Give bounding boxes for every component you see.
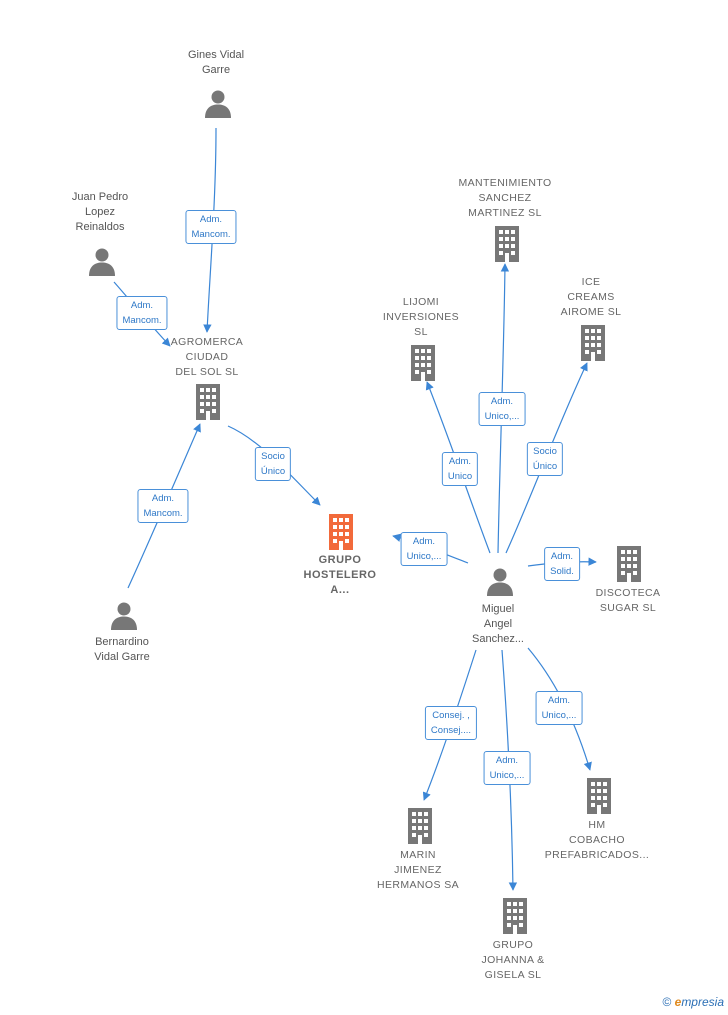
edge-label-miguel-lijomi[interactable]: Adm. Unico (441, 452, 479, 486)
edge-label-miguel-johanna[interactable]: Adm. Unico,... (483, 751, 531, 785)
node-label-ice: ICE CREAMS AIROME SL (560, 276, 622, 318)
building-icon[interactable] (615, 546, 643, 587)
building-icon[interactable] (194, 384, 222, 425)
building-icon[interactable] (585, 778, 613, 819)
edge-label-miguel-hm[interactable]: Adm. Unico,... (535, 691, 583, 725)
copyright-icon: © (662, 995, 672, 1009)
person-icon[interactable] (87, 246, 117, 281)
node-label-lijomi: LIJOMI INVERSIONES SL (382, 296, 460, 338)
edge-label-agromerca-hostelero[interactable]: Socio Único (254, 447, 292, 481)
node-label-discoteca: DISCOTECA SUGAR SL (595, 587, 661, 614)
building-icon[interactable] (327, 514, 355, 555)
building-icon[interactable] (493, 226, 521, 267)
edge-label-miguel-ice[interactable]: Socio Único (526, 442, 564, 476)
node-label-bernardino: Bernardino Vidal Garre (94, 636, 150, 663)
person-icon[interactable] (485, 566, 515, 601)
node-label-marin: MARIN JIMENEZ HERMANOS SA (377, 849, 459, 891)
node-label-juan: Juan Pedro Lopez Reinaldos (71, 191, 129, 233)
node-label-agromerca: AGROMERCA CIUDAD DEL SOL SL (170, 336, 244, 378)
brand-logo-e: e (674, 995, 682, 1009)
brand-footer: © empresia (662, 995, 724, 1009)
building-icon[interactable] (579, 325, 607, 366)
person-icon[interactable] (203, 88, 233, 123)
node-label-johanna: GRUPO JOHANNA & GISELA SL (481, 939, 545, 981)
brand-logo-text: mpresia (681, 995, 724, 1009)
edge-label-gines-agromerca[interactable]: Adm. Mancom. (185, 210, 237, 244)
building-icon[interactable] (406, 808, 434, 849)
node-label-miguel: Miguel Angel Sanchez... (472, 603, 524, 645)
edge-label-miguel-mantenimiento[interactable]: Adm. Unico,... (478, 392, 526, 426)
building-icon[interactable] (501, 898, 529, 939)
person-icon[interactable] (109, 600, 139, 635)
edge-label-miguel-marin[interactable]: Consej. , Consej.... (424, 706, 478, 740)
building-icon[interactable] (409, 345, 437, 386)
edge-label-bernardino-agromerca[interactable]: Adm. Mancom. (137, 489, 189, 523)
edge-label-miguel-discoteca[interactable]: Adm. Solid. (544, 547, 580, 581)
node-label-gines: Gines Vidal Garre (187, 49, 245, 76)
node-label-grupo-hostelero: GRUPO HOSTELERO A... (303, 554, 377, 596)
node-label-hm: HM COBACHO PREFABRICADOS... (544, 819, 650, 861)
node-label-mantenimiento: MANTENIMIENTO SANCHEZ MARTINEZ SL (458, 177, 552, 219)
edge-label-juan-agromerca[interactable]: Adm. Mancom. (116, 296, 168, 330)
edge-label-miguel-hostelero[interactable]: Adm. Unico,... (400, 532, 448, 566)
